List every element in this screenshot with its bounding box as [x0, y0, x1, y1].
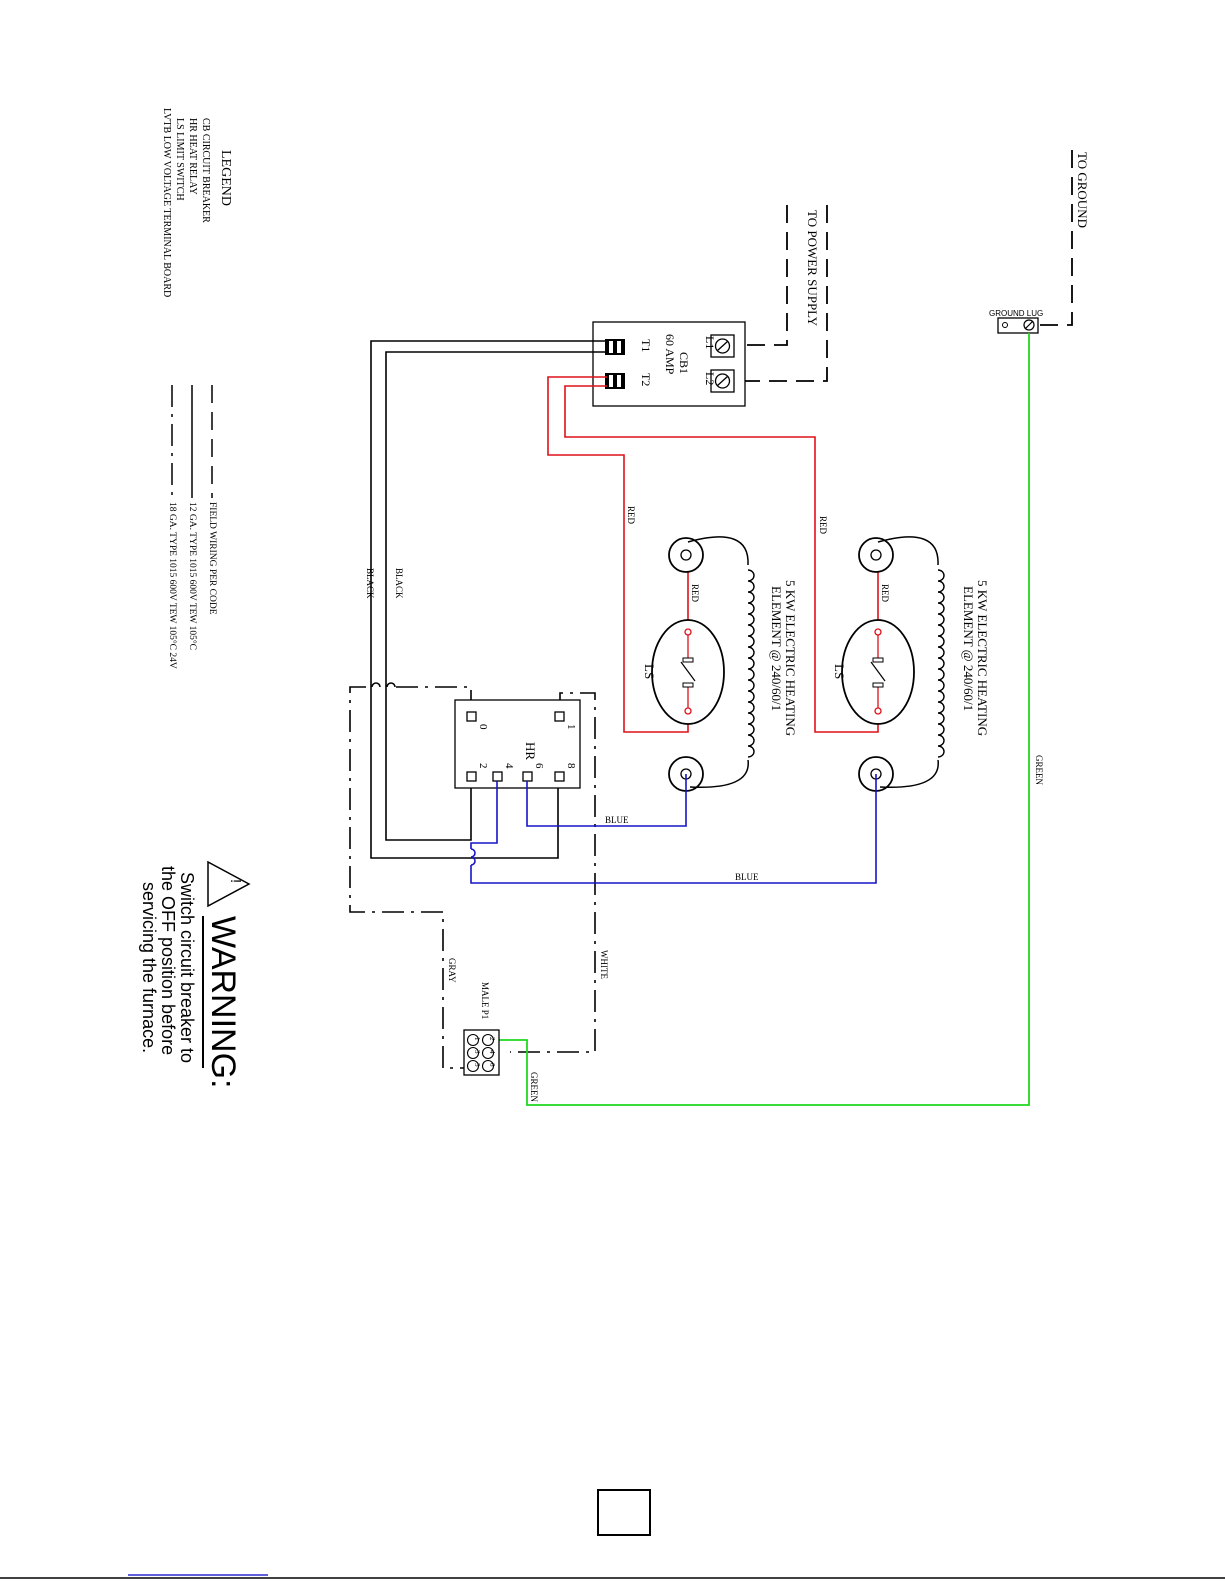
- heat-relay-hr: 0 1 HR 2 4 6 8: [454, 699, 581, 789]
- relay-terminal-8: 8: [565, 763, 577, 769]
- warning-triangle-icon-shape: [207, 860, 251, 908]
- green-wire: [496, 333, 1030, 1106]
- red-label-2: RED: [818, 516, 828, 535]
- blue-label-1: BLUE: [605, 815, 629, 825]
- terminal-l1: L1: [703, 336, 717, 349]
- legend-item-cb: CB CIRCUIT BREAKER: [200, 118, 211, 223]
- ground-lug: GROUND LUG: [989, 309, 1043, 334]
- red-label-1: RED: [626, 506, 636, 525]
- warning-notice: ! WARNING: Switch circuit breaker to the…: [139, 860, 251, 1089]
- black-wires: [370, 340, 607, 859]
- terminal-l2: L2: [703, 372, 717, 385]
- relay-terminal-4: 4: [503, 763, 515, 769]
- plug-pin-3: 3: [473, 1050, 481, 1054]
- plug-name: MALE P1: [480, 982, 490, 1019]
- relay-terminal-2: 2: [477, 763, 489, 769]
- gray-label: GRAY: [447, 958, 457, 983]
- red-label-3: RED: [690, 584, 700, 603]
- red-label-4: RED: [880, 584, 890, 603]
- relay-terminal-6: 6: [533, 763, 545, 769]
- 18ga-label: 18 GA. TYPE 1015 600V TEW 105°C 24V: [167, 502, 178, 669]
- warning-line-1: Switch circuit breaker to: [177, 872, 197, 1063]
- heating-element-2: LS 5 KW ELECTRIC HEATING ELEMENT @ 240/6…: [832, 536, 990, 792]
- warning-line-3: servicing the furnace.: [139, 882, 159, 1053]
- field-wiring: [740, 150, 1073, 382]
- plug-pin-5: 5: [473, 1063, 481, 1067]
- legend-item-lvtb: LVTB LOW VOLTAGE TERMINAL BOARD: [161, 108, 172, 297]
- element-2-label-line2: ELEMENT @ 240/60/1: [961, 586, 976, 711]
- terminal-t2: T2: [639, 373, 653, 386]
- legend-item-hr: HR HEAT RELAY: [187, 118, 198, 195]
- element-2-label-line1: 5 KW ELECTRIC HEATING: [975, 580, 990, 736]
- circuit-breaker-cb1: L1 L2 CB1 60 AMP T1 T2: [592, 321, 746, 407]
- plug-pin-1: 1: [473, 1037, 481, 1041]
- ls-label-2: LS: [832, 664, 847, 679]
- plug-pin-6: 6: [488, 1063, 496, 1067]
- relay-name: HR: [523, 742, 538, 760]
- field-wiring-label: FIELD WIRING PER CODE: [207, 502, 217, 615]
- relay-terminal-1: 1: [565, 724, 577, 730]
- black-label-2: BLACK: [365, 568, 375, 599]
- to-ground-label: TO GROUND: [1075, 152, 1090, 228]
- legend-title: LEGEND: [218, 150, 233, 206]
- plug-pin-2: 2: [488, 1037, 496, 1041]
- green-label-2: GREEN: [529, 1072, 539, 1102]
- line-type-legend: FIELD WIRING PER CODE 12 GA. TYPE 1015 6…: [167, 385, 217, 669]
- heating-element-1: LS 5 KW ELECTRIC HEATING ELEMENT @ 240/6…: [642, 536, 798, 792]
- plug-pin-4: 4: [488, 1050, 496, 1054]
- element-1-label-line1: 5 KW ELECTRIC HEATING: [783, 580, 798, 736]
- ground-lug-label: GROUND LUG: [989, 309, 1043, 318]
- 12ga-label: 12 GA. TYPE 1015 600V TEW 105°C: [187, 502, 198, 650]
- breaker-rating: 60 AMP: [663, 334, 677, 375]
- to-power-supply-label: TO POWER SUPPLY: [805, 210, 820, 327]
- page-number-box: [597, 1489, 651, 1536]
- element-1-label-line2: ELEMENT @ 240/60/1: [769, 586, 784, 711]
- legend-item-ls: LS LIMIT SWITCH: [174, 118, 185, 201]
- white-label: WHITE: [599, 950, 609, 979]
- ls-label-1: LS: [642, 664, 657, 679]
- warning-line-2: the OFF position before: [158, 866, 178, 1055]
- legend: LEGEND CB CIRCUIT BREAKER HR HEAT RELAY …: [161, 108, 233, 297]
- warning-symbol: !: [227, 879, 244, 883]
- breaker-name: CB1: [677, 352, 691, 374]
- green-label-1: GREEN: [1034, 755, 1044, 785]
- black-label-1: BLACK: [394, 568, 404, 599]
- relay-terminal-0: 0: [477, 724, 489, 730]
- terminal-t1: T1: [639, 339, 653, 352]
- blue-label-2: BLUE: [735, 872, 759, 882]
- blue-wires: [470, 774, 877, 884]
- male-plug-p1: 1 2 3 4 5 6 MALE P1: [463, 982, 500, 1076]
- warning-title: WARNING:: [204, 916, 242, 1089]
